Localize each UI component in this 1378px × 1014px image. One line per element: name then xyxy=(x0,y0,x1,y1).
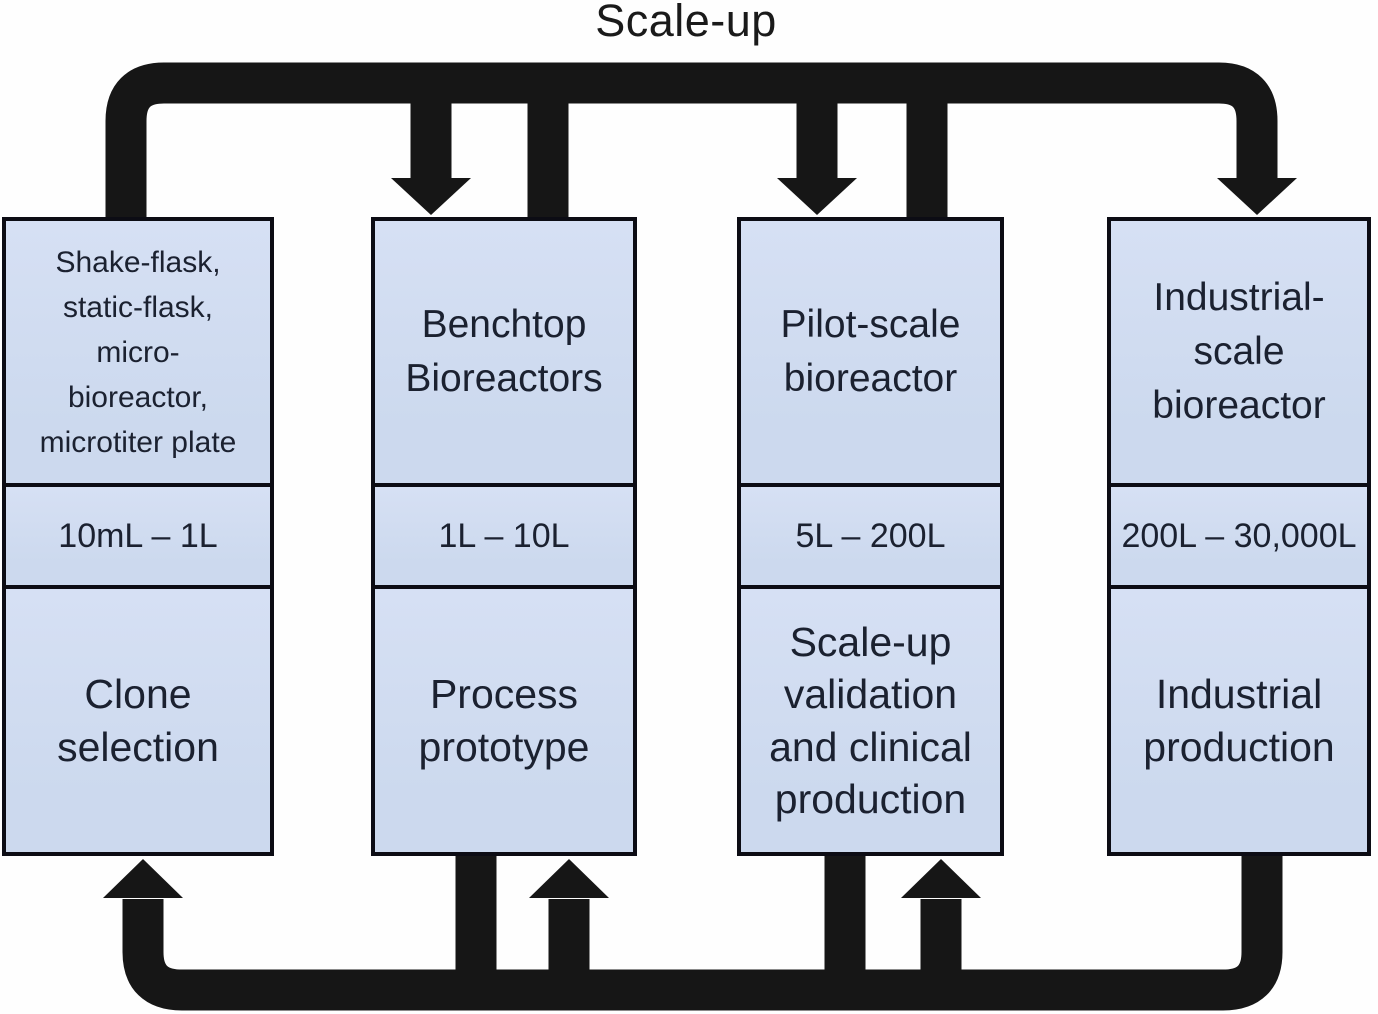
column-pilot-scale: Pilot-scale bioreactor 5L – 200L Scale-u… xyxy=(737,217,1004,856)
stage-box-industrial: Industrial- scale bioreactor xyxy=(1107,217,1371,487)
purpose-box-benchtop: Process prototype xyxy=(371,585,637,856)
stage-box-lab: Shake-flask, static-flask, micro- biorea… xyxy=(2,217,274,487)
column-benchtop: Benchtop Bioreactors 1L – 10L Process pr… xyxy=(371,217,637,856)
arrow-down-col3-icon xyxy=(777,178,857,215)
arrow-down-col4-icon xyxy=(1217,178,1297,215)
volume-box-benchtop: 1L – 10L xyxy=(371,483,637,589)
column-industrial-scale: Industrial- scale bioreactor 200L – 30,0… xyxy=(1107,217,1371,856)
arrow-up-col2-icon xyxy=(529,859,609,898)
stage-box-benchtop: Benchtop Bioreactors xyxy=(371,217,637,487)
arrow-up-col3-icon xyxy=(901,859,981,898)
volume-box-industrial: 200L – 30,000L xyxy=(1107,483,1371,589)
scaleup-main-connector xyxy=(105,62,1278,221)
diagram-title: Scale-up xyxy=(595,0,777,46)
arrow-up-col1-icon xyxy=(103,859,183,898)
arrow-down-col2-icon xyxy=(391,178,471,215)
purpose-box-industrial: Industrial production xyxy=(1107,585,1371,856)
purpose-box-lab: Clone selection xyxy=(2,585,274,856)
volume-box-pilot: 5L – 200L xyxy=(737,483,1004,589)
column-lab-scale: Shake-flask, static-flask, micro- biorea… xyxy=(2,217,274,856)
stage-box-pilot: Pilot-scale bioreactor xyxy=(737,217,1004,487)
scaledown-main-connector xyxy=(122,851,1283,1011)
purpose-box-pilot: Scale-up validation and clinical product… xyxy=(737,585,1004,856)
volume-box-lab: 10mL – 1L xyxy=(2,483,274,589)
